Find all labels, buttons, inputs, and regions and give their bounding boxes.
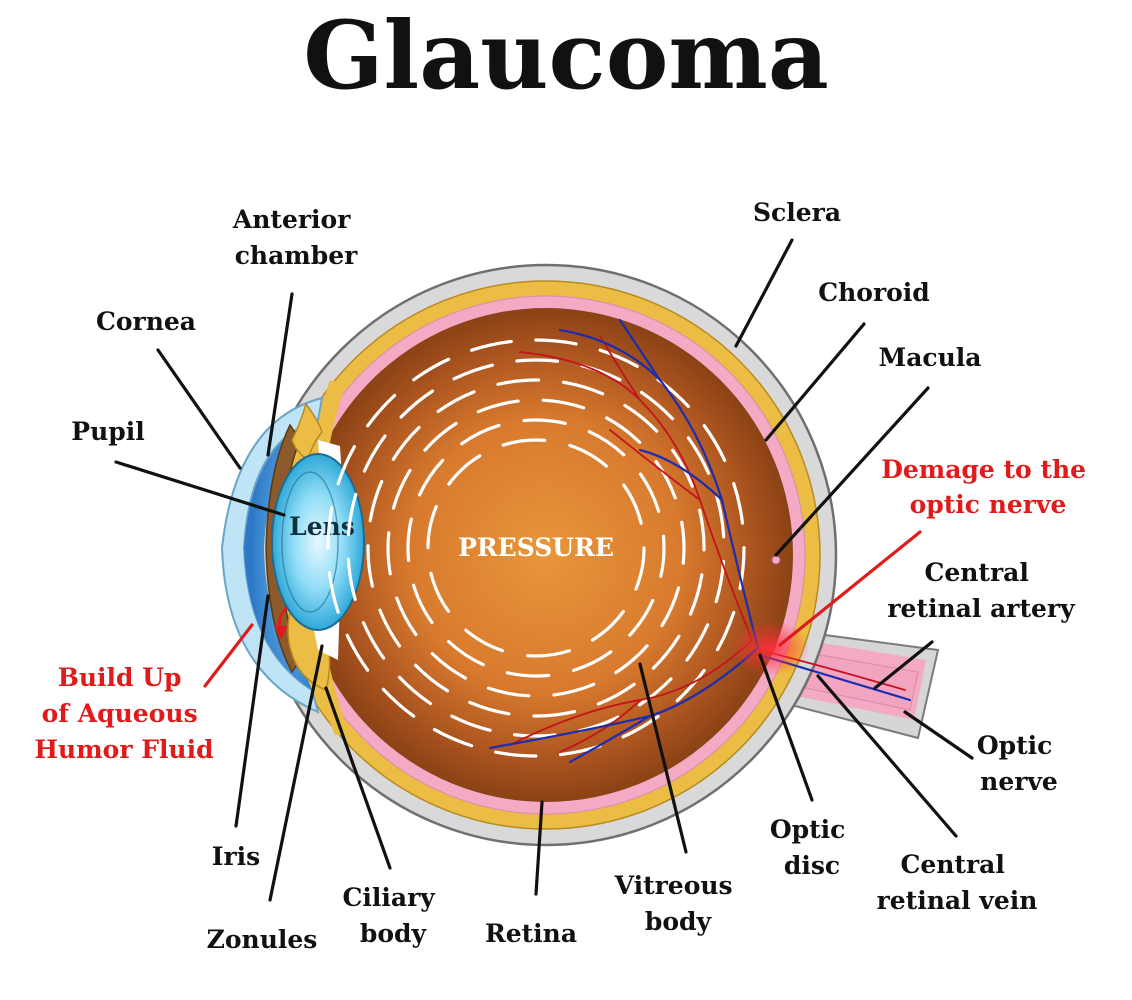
label-vitreous-body: Vitreous body xyxy=(614,871,742,936)
leader-aqueous-humor xyxy=(203,623,254,688)
pressure-label: PRESSURE xyxy=(458,533,614,562)
leader-central-retinal-vein xyxy=(816,674,958,838)
pressure-ring xyxy=(326,338,746,758)
label-sclera: Sclera xyxy=(753,198,841,227)
leader-optic-disc xyxy=(758,653,814,802)
label-optic-nerve: Optic nerve xyxy=(977,731,1061,796)
pressure-rings xyxy=(326,338,746,758)
pressure-ring xyxy=(366,378,706,718)
labels: Anterior chamber Cornea Pupil Sclera Cho… xyxy=(34,198,1095,954)
leader-zonules xyxy=(268,644,324,902)
optic-nerve-damage-area xyxy=(730,620,810,676)
leader-sclera xyxy=(734,238,794,348)
retinal-vessels xyxy=(488,318,912,764)
macula xyxy=(771,555,781,565)
leader-ciliary-body xyxy=(324,686,392,870)
label-macula: Macula xyxy=(879,343,982,372)
leader-central-retinal-artery xyxy=(873,640,934,690)
leader-lines xyxy=(114,238,974,902)
leader-retina xyxy=(534,800,544,896)
diagram-title: Glaucoma xyxy=(303,1,829,111)
label-optic-disc: Optic disc xyxy=(770,815,854,880)
pressure-ring xyxy=(406,418,666,678)
pressure-ring xyxy=(426,438,646,658)
label-cornea: Cornea xyxy=(96,307,196,336)
leader-vitreous-body xyxy=(638,662,688,854)
label-choroid: Choroid xyxy=(818,278,930,307)
label-aqueous-humor: Build Up of Aqueous Humor Fluid xyxy=(34,663,213,764)
label-zonules: Zonules xyxy=(207,925,318,954)
label-central-retinal-artery: Central retinal artery xyxy=(887,558,1076,623)
leader-iris xyxy=(234,594,270,828)
label-central-retinal-vein: Central retinal vein xyxy=(877,850,1038,915)
pressure-ring xyxy=(346,358,726,738)
leader-cornea xyxy=(156,348,242,470)
leader-macula xyxy=(774,386,930,557)
label-pupil: Pupil xyxy=(71,417,144,446)
lens-label: Lens xyxy=(289,512,355,541)
label-anterior-chamber: Anterior chamber xyxy=(232,205,359,270)
label-iris: Iris xyxy=(212,842,260,871)
leader-pupil xyxy=(114,460,286,517)
pressure-ring xyxy=(386,398,686,698)
leader-choroid xyxy=(764,322,866,442)
leader-anterior-chamber xyxy=(266,292,294,457)
lens xyxy=(271,453,365,631)
label-retina: Retina xyxy=(485,919,577,948)
label-ciliary-body: Ciliary body xyxy=(342,883,443,948)
leader-optic-nerve xyxy=(903,710,974,760)
label-optic-nerve-damage: Demage to the optic nerve xyxy=(881,455,1095,519)
leader-optic-nerve-damage xyxy=(778,530,922,647)
